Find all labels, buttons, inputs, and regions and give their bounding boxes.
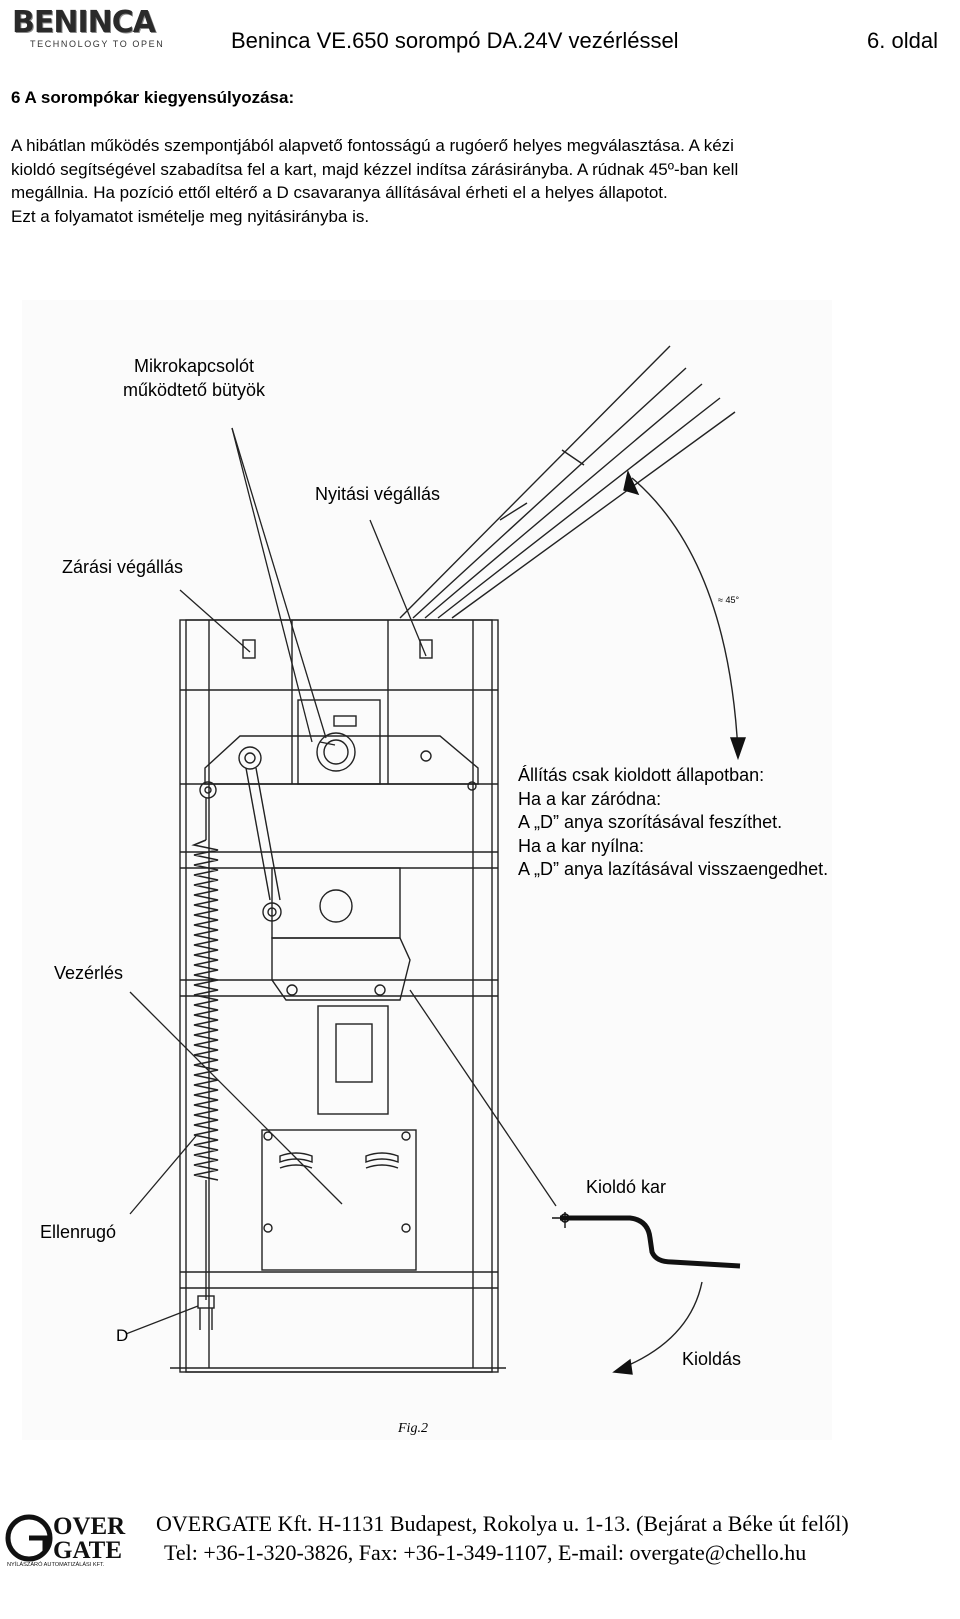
label-counter-spring: Ellenrugó	[40, 1222, 116, 1242]
section-heading: 6 A sorompókar kiegyensúlyozása:	[11, 88, 295, 107]
gear-motor	[271, 867, 411, 1115]
label-close-end: Zárási végállás	[62, 557, 183, 577]
paragraph-line: megállnia. Ha pozíció ettől eltérő a D c…	[11, 183, 668, 202]
label-adjust: A „D” anya szorításával feszíthet.	[518, 812, 782, 832]
boom-arm	[399, 345, 736, 619]
paragraph-line: A hibátlan működés szempontjából alapvet…	[11, 136, 734, 155]
footer-address: OVERGATE Kft. H-1131 Budapest, Rokolya u…	[156, 1511, 849, 1536]
page-number: 6. oldal	[867, 28, 938, 53]
control-box	[261, 1129, 417, 1271]
angle-arc-arrow	[623, 469, 746, 761]
release-arrow	[612, 1281, 703, 1375]
release-lever-pivot	[552, 1212, 572, 1228]
intro-paragraph: A hibátlan működés szempontjából alapvet…	[11, 134, 946, 228]
label-control: Vezérlés	[54, 963, 123, 983]
logo-brand-text: BENINCA	[12, 5, 156, 40]
upper-mechanism	[204, 699, 479, 791]
label-adjust: Állítás csak kioldott állapotban:	[518, 765, 764, 785]
label-microswitch-cam: Mikrokapcsolót	[134, 356, 254, 376]
paragraph-line: Ezt a folyamatot ismételje meg nyitásirá…	[11, 206, 370, 226]
label-release: Kioldás	[682, 1349, 741, 1369]
label-adjust: Ha a kar nyílna:	[518, 836, 644, 856]
overgate-logo: OVER GATE NYÍLÁSZÁRÓ AUTOMATIZÁLÁSI KFT.	[5, 1513, 126, 1568]
label-adjust: Ha a kar záródna:	[518, 789, 661, 809]
label-d-nut: D	[116, 1326, 128, 1345]
overgate-logo-text: GATE	[53, 1537, 122, 1564]
footer-contact: Tel: +36-1-320-3826, Fax: +36-1-349-1107…	[164, 1540, 807, 1565]
logo-tagline: TECHNOLOGY TO OPEN	[30, 39, 165, 49]
label-microswitch-cam: működtető bütyök	[123, 380, 266, 400]
release-lever	[560, 1215, 741, 1269]
paragraph-line: kioldó segítségével szabadítsa fel a kar…	[11, 159, 739, 179]
leader-lines	[125, 427, 557, 1335]
counter-spring	[191, 781, 219, 1330]
overgate-logo-text: OVER	[53, 1513, 126, 1540]
label-open-end: Nyitási végállás	[315, 484, 440, 504]
document-title: Beninca VE.650 sorompó DA.24V vezérlésse…	[231, 28, 679, 53]
figure-caption: Fig.2	[397, 1421, 428, 1436]
beninca-logo: BENINCA TECHNOLOGY TO OPEN	[12, 6, 172, 50]
overgate-logo-sub: NYÍLÁSZÁRÓ AUTOMATIZÁLÁSI KFT.	[7, 1561, 105, 1568]
label-angle: ≈ 45°	[718, 595, 739, 605]
label-release-lever: Kioldó kar	[586, 1177, 666, 1197]
overgate-g-icon	[5, 1514, 53, 1562]
label-adjust: A „D” anya lazításával visszaengedhet.	[518, 859, 828, 879]
